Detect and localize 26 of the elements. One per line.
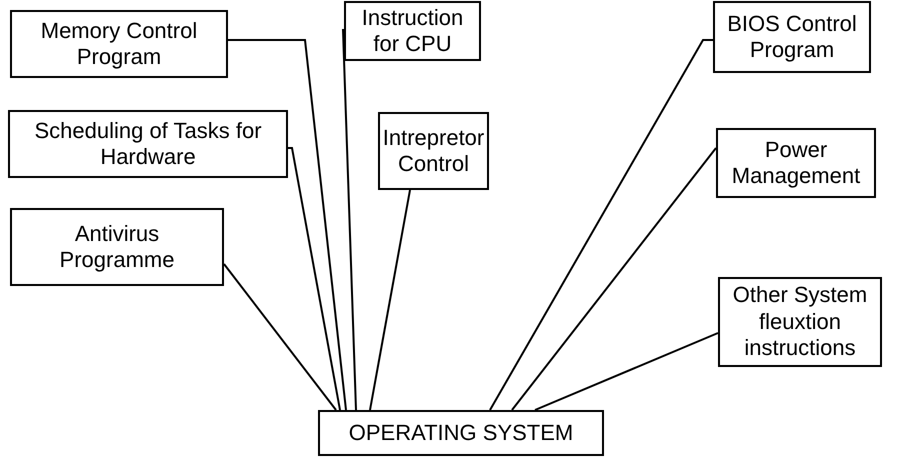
label-box (10, 208, 224, 286)
label-box (8, 110, 288, 178)
connector-line (489, 39, 713, 410)
label-box (10, 10, 228, 78)
label-box (713, 1, 871, 73)
box-text: OPERATING SYSTEM (348, 420, 574, 446)
connector-line (223, 263, 337, 411)
label-box (378, 112, 489, 190)
connector-line (369, 190, 411, 410)
connector-line (228, 39, 347, 410)
box-text: Other System fleuxtion instructions (732, 282, 868, 362)
box-text: Scheduling of Tasks for Hardware (33, 118, 263, 170)
box-text: Memory Control Program (40, 18, 198, 70)
connector-line (342, 29, 357, 410)
box-text: Instruction for CPU (360, 4, 464, 58)
box-text: Power Management (730, 136, 862, 190)
label-box (716, 128, 876, 198)
label-box (344, 1, 481, 61)
connector-line (288, 147, 341, 410)
box-text: Intrepretor Control (382, 124, 486, 178)
label-box (718, 277, 882, 367)
connector-line (511, 147, 717, 411)
box-text: Antivirus Programme (58, 220, 176, 274)
label-box (318, 410, 604, 456)
connector-line (534, 332, 718, 411)
box-text: BIOS Control Program (726, 10, 858, 64)
